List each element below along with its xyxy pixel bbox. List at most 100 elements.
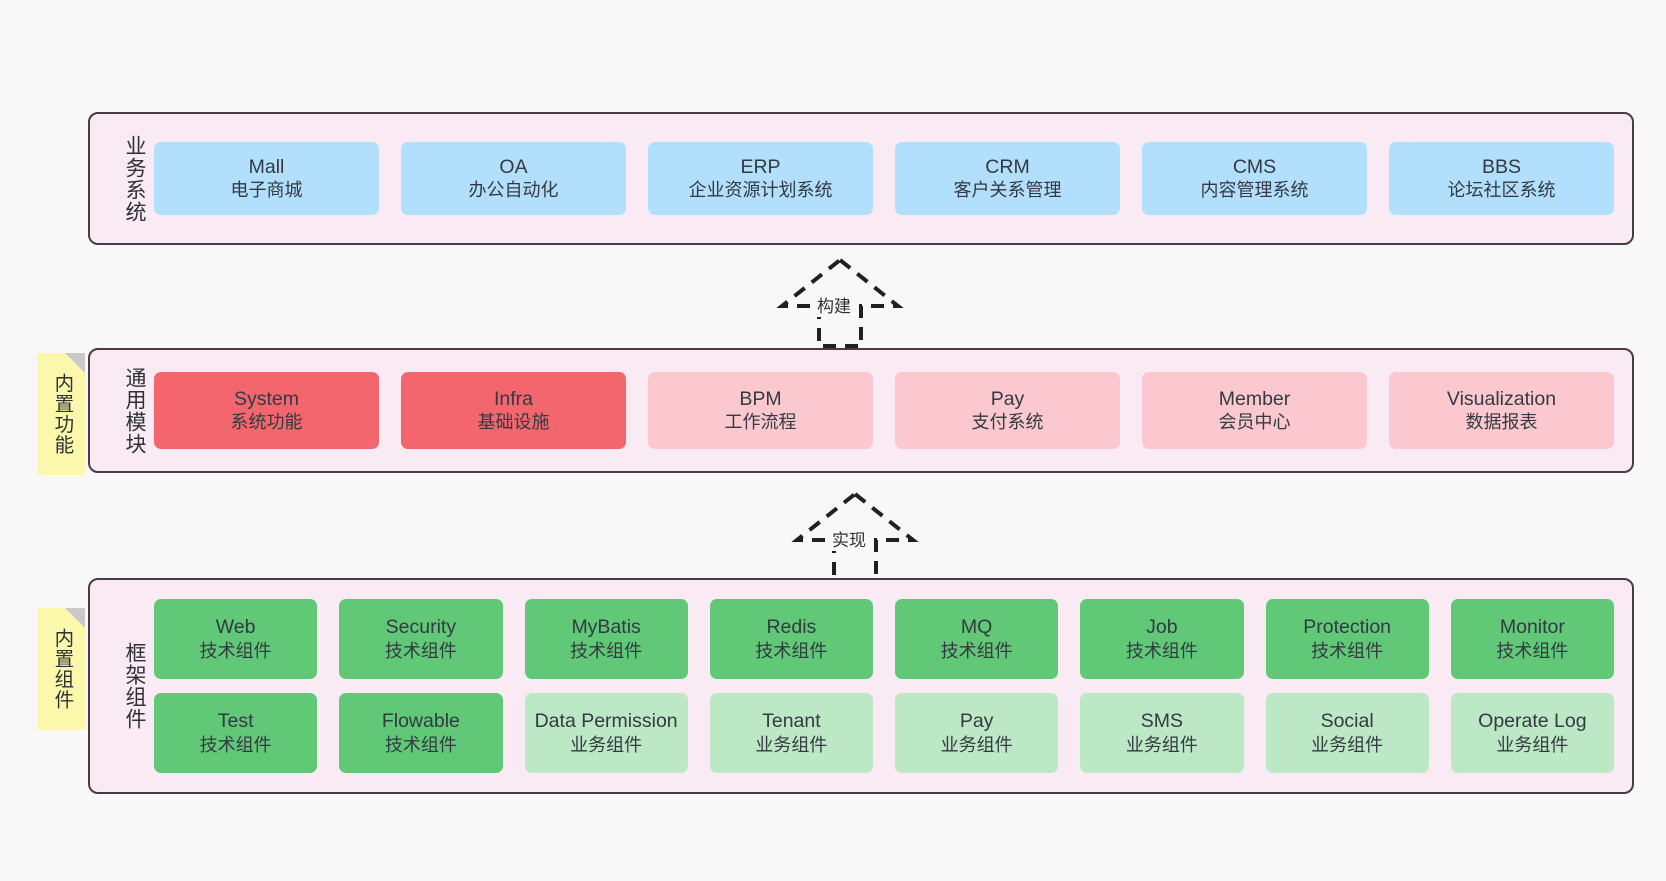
cell-job[interactable]: Job 技术组件: [1080, 599, 1244, 679]
cell-title-cn: 数据报表: [1465, 412, 1538, 433]
cell-title-en: Infra: [493, 387, 534, 410]
cell-title-en: Member: [1218, 387, 1291, 410]
cell-title-cn: 技术组件: [1311, 640, 1384, 661]
layer-title-framework: 框架组件: [123, 642, 146, 730]
cell-mybatis[interactable]: MyBatis 技术组件: [524, 599, 688, 679]
note-builtin-component-label: 内置组件: [50, 628, 73, 710]
cell-title-en: Flowable: [381, 710, 460, 732]
cell-title-en: Security: [385, 616, 457, 638]
cell-mq[interactable]: MQ 技术组件: [895, 599, 1059, 679]
cell-title-en: OA: [499, 155, 528, 178]
arrow-build-label: 构建: [815, 292, 853, 317]
cell-title-cn: 技术组件: [384, 640, 457, 661]
cell-title-cn: 办公自动化: [468, 180, 559, 201]
cell-title-en: Operate Log: [1478, 710, 1587, 732]
cell-title-en: CMS: [1232, 155, 1277, 178]
cell-title-en: Monitor: [1499, 616, 1565, 638]
cell-title-cn: 论坛社区系统: [1447, 180, 1556, 201]
cell-title-cn: 技术组件: [1496, 640, 1569, 661]
cell-test[interactable]: Test 技术组件: [154, 693, 318, 773]
cell-title-en: BPM: [739, 387, 782, 410]
cell-row: Web 技术组件 Security 技术组件 MyBatis 技术组件 Redi…: [154, 599, 1614, 679]
cell-bpm[interactable]: BPM 工作流程: [648, 372, 873, 449]
cell-title-en: MyBatis: [571, 616, 641, 638]
note-fold-icon: [65, 353, 85, 373]
layer-framework-component: 框架组件 Web 技术组件 Security 技术组件 MyBatis 技术组件…: [88, 578, 1634, 794]
layer-title-business: 业务系统: [123, 134, 146, 223]
cell-row: Mall 电子商城 OA 办公自动化 ERP 企业资源计划系统 CRM 客户关系…: [154, 142, 1614, 215]
cell-title-en: SMS: [1140, 710, 1183, 732]
cell-title-cn: 业务组件: [940, 734, 1013, 755]
cell-mall[interactable]: Mall 电子商城: [154, 142, 379, 215]
cell-redis[interactable]: Redis 技术组件: [709, 599, 873, 679]
layer-business-cells: Mall 电子商城 OA 办公自动化 ERP 企业资源计划系统 CRM 客户关系…: [146, 142, 1632, 215]
cell-oa[interactable]: OA 办公自动化: [401, 142, 626, 215]
cell-title-cn: 电子商城: [230, 180, 303, 201]
cell-infra[interactable]: Infra 基础设施: [401, 372, 626, 449]
cell-title-en: Tenant: [762, 710, 821, 732]
cell-tenant[interactable]: Tenant 业务组件: [709, 693, 873, 773]
cell-erp[interactable]: ERP 企业资源计划系统: [648, 142, 873, 215]
cell-monitor[interactable]: Monitor 技术组件: [1450, 599, 1614, 679]
cell-title-en: Data Permission: [534, 710, 678, 732]
cell-title-cn: 支付系统: [971, 412, 1044, 433]
cell-title-en: Mall: [248, 155, 285, 178]
cell-security[interactable]: Security 技术组件: [339, 599, 503, 679]
cell-title-cn: 企业资源计划系统: [688, 180, 833, 201]
cell-title-cn: 系统功能: [230, 412, 303, 433]
cell-title-en: Test: [217, 710, 254, 732]
arrow-build: 构建: [750, 257, 930, 348]
cell-title-en: Visualization: [1446, 387, 1557, 410]
cell-title-en: Pay: [990, 387, 1025, 410]
cell-title-en: Job: [1146, 616, 1178, 638]
cell-protection[interactable]: Protection 技术组件: [1265, 599, 1429, 679]
cell-title-cn: 技术组件: [755, 640, 828, 661]
cell-title-en: System: [233, 387, 299, 410]
cell-title-cn: 技术组件: [570, 640, 643, 661]
cell-system[interactable]: System 系统功能: [154, 372, 379, 449]
cell-title-en: Social: [1320, 710, 1374, 732]
cell-member[interactable]: Member 会员中心: [1142, 372, 1367, 449]
note-fold-icon: [65, 608, 85, 628]
layer-common-cells: System 系统功能 Infra 基础设施 BPM 工作流程 Pay 支付系统…: [146, 372, 1632, 449]
cell-sms[interactable]: SMS 业务组件: [1080, 693, 1244, 773]
cell-title-en: CRM: [985, 155, 1030, 178]
cell-title-en: Pay: [959, 710, 994, 732]
cell-bbs[interactable]: BBS 论坛社区系统: [1389, 142, 1614, 215]
cell-title-cn: 技术组件: [199, 734, 272, 755]
cell-row: Test 技术组件 Flowable 技术组件 Data Permission …: [154, 693, 1614, 773]
cell-flowable[interactable]: Flowable 技术组件: [339, 693, 503, 773]
cell-title-cn: 技术组件: [940, 640, 1013, 661]
cell-title-cn: 基础设施: [477, 412, 550, 433]
cell-pay[interactable]: Pay 支付系统: [895, 372, 1120, 449]
note-builtin-component: 内置组件: [37, 608, 85, 730]
layer-business-system: 业务系统 Mall 电子商城 OA 办公自动化 ERP 企业资源计划系统 CRM…: [88, 112, 1634, 245]
cell-row: System 系统功能 Infra 基础设施 BPM 工作流程 Pay 支付系统…: [154, 372, 1614, 449]
cell-title-en: ERP: [740, 155, 781, 178]
cell-title-cn: 业务组件: [570, 734, 643, 755]
arrow-implement-label: 实现: [830, 526, 868, 551]
cell-title-cn: 工作流程: [724, 412, 797, 433]
note-builtin-function-label: 内置功能: [50, 373, 73, 455]
cell-title-en: Web: [215, 616, 256, 638]
cell-cms[interactable]: CMS 内容管理系统: [1142, 142, 1367, 215]
cell-social[interactable]: Social 业务组件: [1265, 693, 1429, 773]
cell-title-cn: 业务组件: [755, 734, 828, 755]
cell-data-permission[interactable]: Data Permission 业务组件: [524, 693, 688, 773]
cell-title-en: BBS: [1481, 155, 1522, 178]
layer-common-module: 通用模块 System 系统功能 Infra 基础设施 BPM 工作流程 Pay…: [88, 348, 1634, 473]
cell-title-en: MQ: [960, 616, 993, 638]
cell-title-en: Protection: [1303, 616, 1392, 638]
cell-pay-business[interactable]: Pay 业务组件: [895, 693, 1059, 773]
cell-title-cn: 客户关系管理: [953, 180, 1062, 201]
cell-title-cn: 内容管理系统: [1200, 180, 1309, 201]
cell-crm[interactable]: CRM 客户关系管理: [895, 142, 1120, 215]
cell-title-cn: 技术组件: [1125, 640, 1198, 661]
cell-operate-log[interactable]: Operate Log 业务组件: [1450, 693, 1614, 773]
cell-visualization[interactable]: Visualization 数据报表: [1389, 372, 1614, 449]
note-builtin-function: 内置功能: [37, 353, 85, 475]
layer-framework-cells: Web 技术组件 Security 技术组件 MyBatis 技术组件 Redi…: [146, 599, 1632, 773]
cell-web[interactable]: Web 技术组件: [154, 599, 318, 679]
cell-title-cn: 业务组件: [1311, 734, 1384, 755]
cell-title-cn: 技术组件: [384, 734, 457, 755]
